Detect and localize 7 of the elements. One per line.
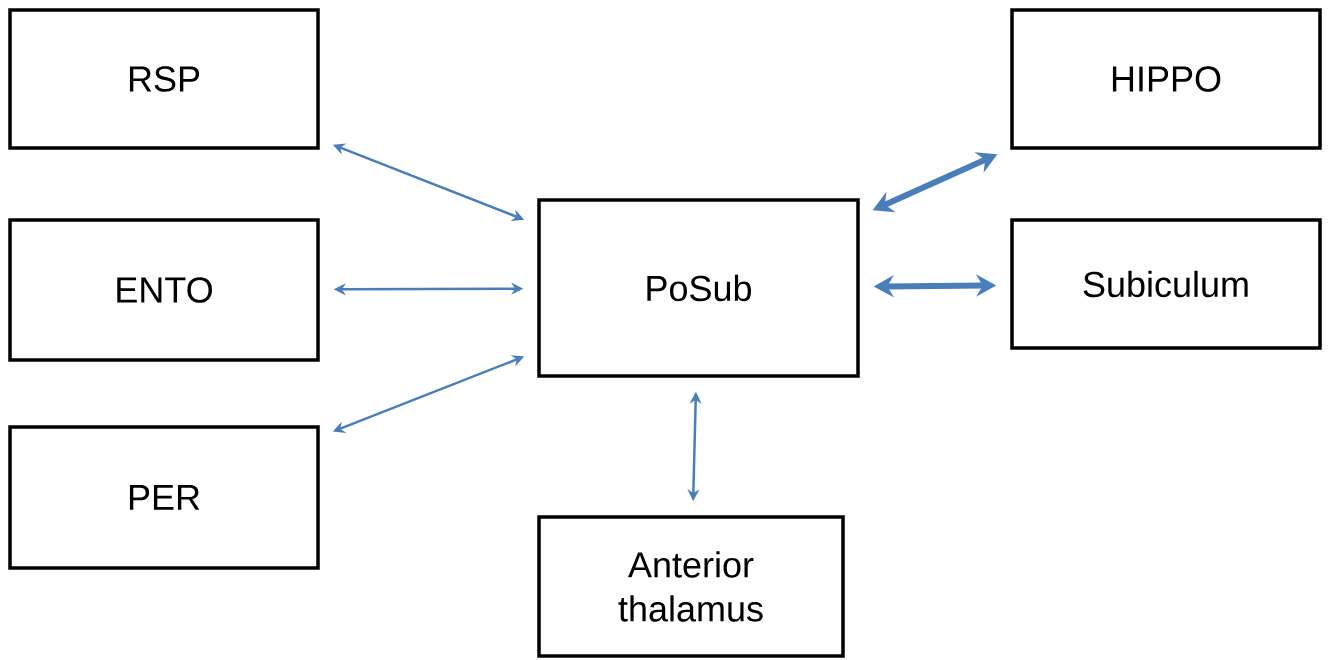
region-box: Anterior thalamus <box>537 515 845 658</box>
region-box: PoSub <box>537 198 860 378</box>
region-box: RSP <box>8 8 320 150</box>
region-box: PER <box>8 425 320 570</box>
region-box: HIPPO <box>1010 8 1322 150</box>
region-box: ENTO <box>8 218 320 362</box>
region-box: Subiculum <box>1010 218 1322 350</box>
